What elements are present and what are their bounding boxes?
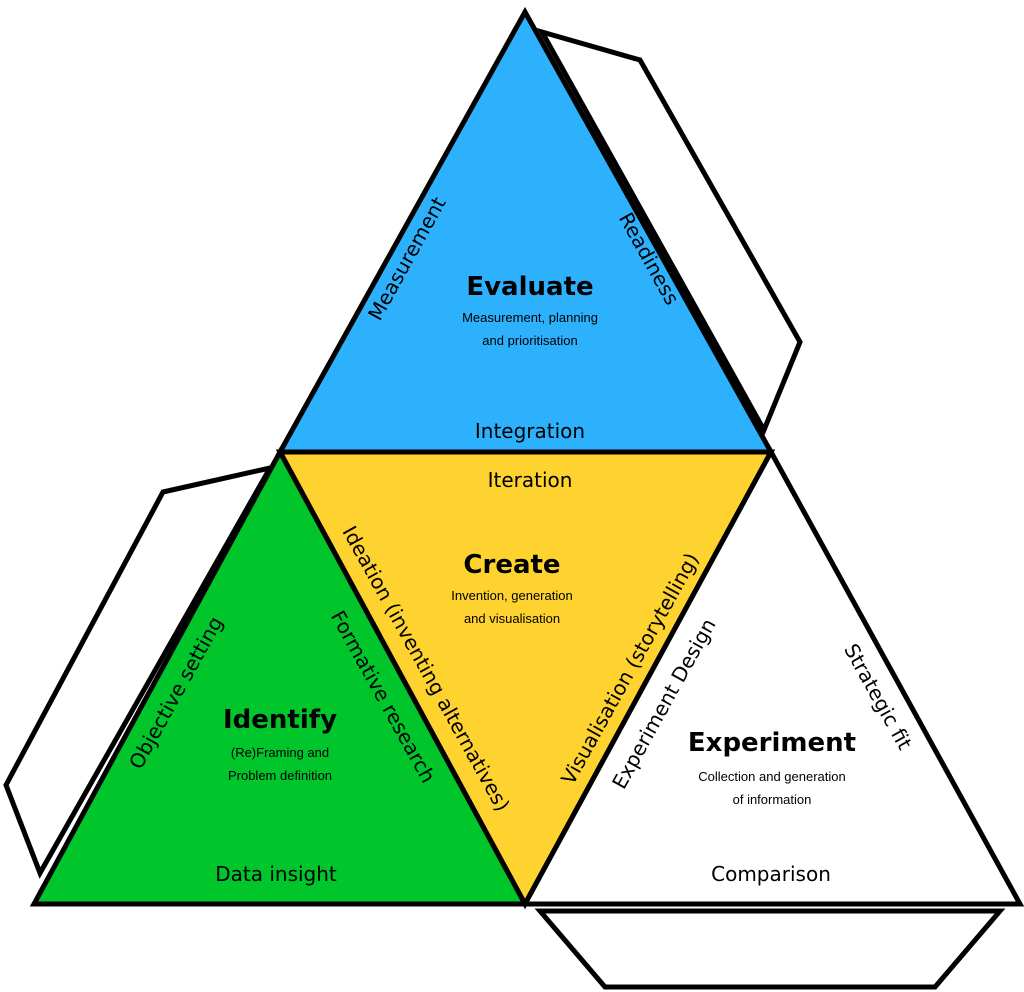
create-desc-line1: Invention, generation: [451, 588, 572, 603]
create-desc-line2: and visualisation: [464, 611, 560, 626]
flap-top-right: [536, 27, 803, 436]
identify-desc-line2: Problem definition: [228, 768, 332, 783]
identify-edge-bottom: Data insight: [215, 862, 337, 886]
experiment-edge-bottom: Comparison: [711, 862, 831, 886]
identify-title: Identify: [223, 705, 337, 735]
evaluate-desc-line2: and prioritisation: [482, 333, 577, 348]
flap-bottom: [534, 908, 1006, 990]
evaluate-edge-bottom: Integration: [475, 419, 585, 443]
identify-face: [29, 446, 530, 907]
experiment-face: [520, 446, 1024, 907]
identify-desc-line1: (Re)Framing and: [231, 745, 329, 760]
create-title: Create: [463, 550, 560, 580]
experiment-desc-line1: Collection and generation: [698, 769, 845, 784]
create-edge-top: Iteration: [488, 468, 573, 492]
evaluate-title: Evaluate: [466, 272, 593, 302]
flap-left: [3, 464, 275, 879]
evaluate-desc-line1: Measurement, planning: [462, 310, 598, 325]
experiment-desc-line2: of information: [733, 792, 812, 807]
experiment-title: Experiment: [688, 728, 856, 758]
